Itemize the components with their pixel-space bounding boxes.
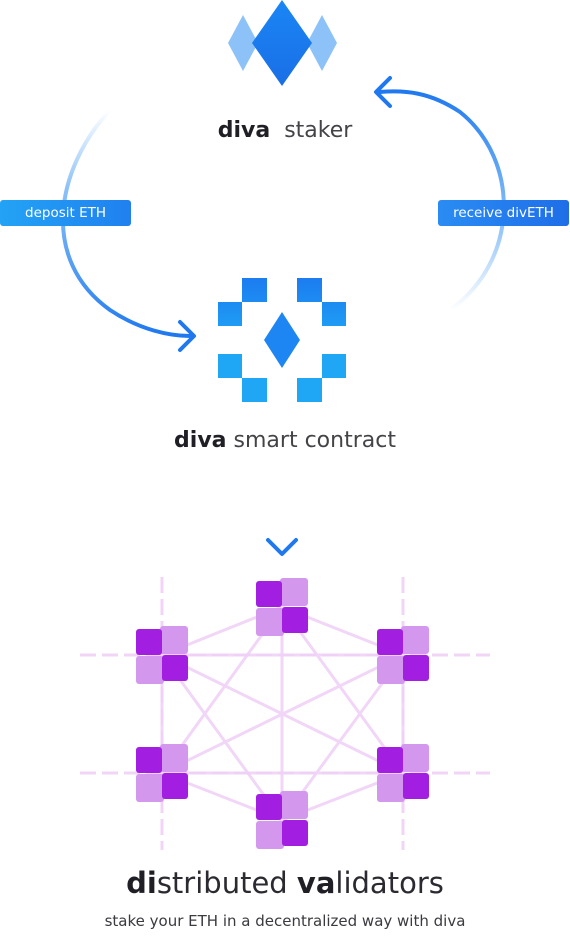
staker-label: diva staker (0, 118, 570, 143)
validator-network-lines (160, 605, 405, 822)
validator-node-icon (377, 626, 429, 684)
validator-node-icon (256, 578, 308, 636)
subtitle: stake your ETH in a decentralized way wi… (104, 912, 466, 930)
receive-arrow (374, 76, 506, 312)
diva-staker-logo-icon (228, 0, 337, 86)
down-arrow (266, 470, 298, 556)
smart-contract-label: diva smart contract (0, 428, 570, 453)
validator-node-icon (377, 744, 429, 802)
diva-smart-contract-logo-icon (218, 278, 346, 402)
validator-node-icon (136, 626, 188, 684)
contract-brand: diva (174, 428, 227, 453)
staker-brand: diva (217, 118, 271, 143)
validator-node-icon (136, 744, 188, 802)
receive-diveth-badge: receive divETH (438, 200, 569, 226)
staker-word: staker (284, 118, 353, 143)
distributed-validators-title: distributed validators (126, 866, 444, 900)
validator-node-icon (256, 791, 308, 849)
deposit-eth-badge: deposit ETH (0, 200, 131, 226)
validator-nodes (136, 578, 429, 849)
deposit-arrow (60, 108, 196, 352)
contract-word: smart contract (233, 428, 396, 453)
